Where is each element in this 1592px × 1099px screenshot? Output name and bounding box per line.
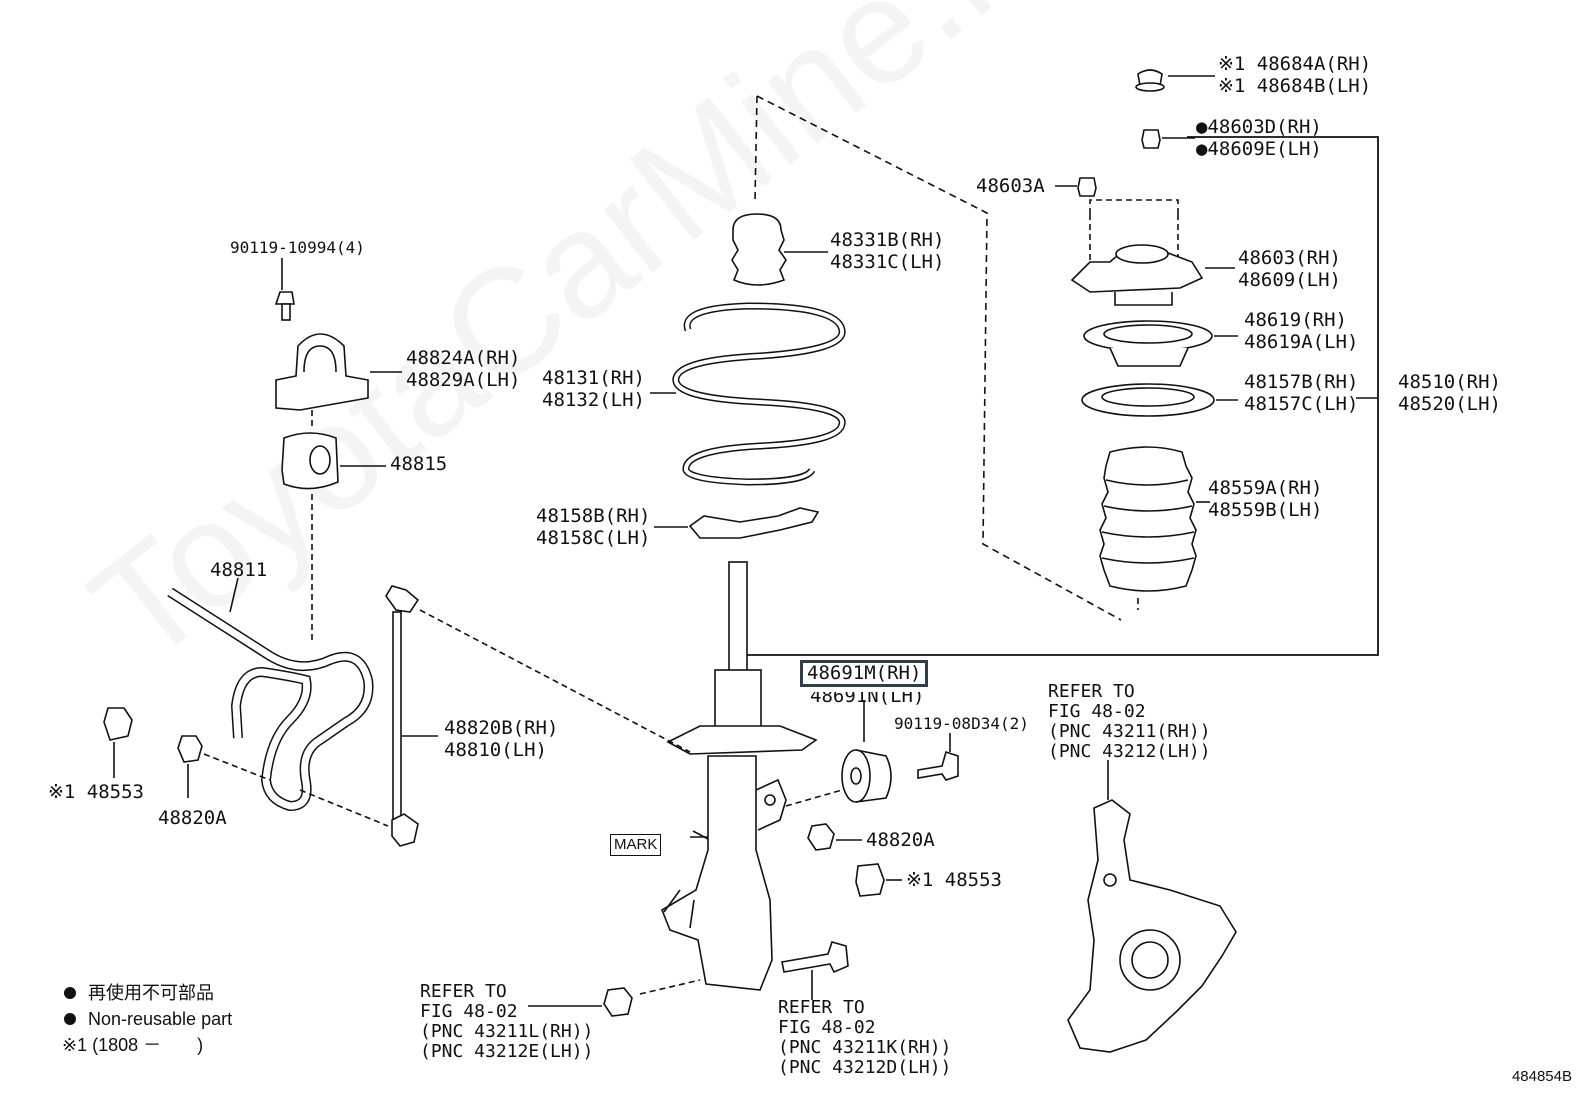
figure-id: 484854B [1511,1068,1572,1085]
assembly-bracket [735,136,1379,656]
bolt-08d34-icon [917,750,959,781]
spring-seat-48157-icon [1081,383,1215,417]
refer-knuckle-line4: (PNC 43212(LH)) [1048,741,1211,762]
nut-48820a-left-icon [177,735,203,763]
label-48553-left[interactable]: ※1 48553 [48,781,144,803]
nut-48603a-icon [1077,177,1097,197]
label-90119-08d34[interactable]: 90119-08D34(2) [894,714,1029,733]
label-48331b[interactable]: 48331B(RH) [830,229,945,251]
stabilizer-bushing-icon [281,432,339,490]
label-48157b[interactable]: 48157B(RH) [1244,371,1359,393]
label-48691m-highlighted[interactable]: 48691M(RH) [800,660,929,687]
refer-nut-line2[interactable]: FIG 48-02 [420,1001,518,1022]
dashed-group-outline [756,95,1122,621]
label-48609[interactable]: 48609(LH) [1238,269,1341,291]
nut-48553-right-icon [855,863,885,897]
label-48820a-right[interactable]: 48820A [866,829,935,851]
refer-knuckle-line3: (PNC 43211(RH)) [1048,721,1211,742]
label-48820a-left[interactable]: 48820A [158,807,227,829]
stabilizer-link-icon [385,585,420,847]
label-48603a[interactable]: 48603A [976,175,1045,197]
label-48553-right[interactable]: ※1 48553 [906,869,1002,891]
label-48619a[interactable]: 48619A(LH) [1244,331,1359,353]
label-48559a[interactable]: 48559A(RH) [1208,477,1323,499]
refer-knuckle-line2[interactable]: FIG 48-02 [1048,701,1146,722]
refer-bolt-line2[interactable]: FIG 48-02 [778,1017,876,1038]
upper-mount-icon [1070,199,1204,306]
nut-48820a-right-icon [807,823,835,851]
label-48684a[interactable]: ※1 48684A(RH) [1218,53,1372,75]
label-48603[interactable]: 48603(RH) [1238,247,1341,269]
label-48609e[interactable]: ●48609E(LH) [1196,138,1322,160]
bellows-boot-icon [1099,446,1197,610]
refer-nut-line1: REFER TO [420,981,507,1002]
label-48684b[interactable]: ※1 48684B(LH) [1218,75,1372,97]
label-48331c[interactable]: 48331C(LH) [830,251,945,273]
refer-nut-line3: (PNC 43211L(RH)) [420,1021,594,1042]
refer-bolt-line1: REFER TO [778,997,865,1018]
legend-en: Non-reusable part [88,1009,233,1029]
legend-note: ※1 (1808 － ) [62,1035,204,1055]
bump-stop-icon [731,213,787,286]
label-48824a[interactable]: 48824A(RH) [406,347,521,369]
legend-bullet-icon [64,987,76,999]
refer-knuckle-line1: REFER TO [1048,681,1135,702]
label-48132[interactable]: 48132(LH) [542,389,645,411]
label-48829a[interactable]: 48829A(LH) [406,369,521,391]
shock-absorber-icon [661,561,818,991]
label-48811[interactable]: 48811 [210,559,268,581]
refer-nut-line4: (PNC 43212E(LH)) [420,1041,594,1062]
label-48691n[interactable]: 48691N(LH) [810,685,925,707]
label-48619[interactable]: 48619(RH) [1244,309,1347,331]
strut-bushing-icon [841,749,892,803]
label-48559b[interactable]: 48559B(LH) [1208,499,1323,521]
label-48158c[interactable]: 48158C(LH) [536,527,651,549]
label-48510[interactable]: 48510(RH) [1398,371,1501,393]
label-48603d[interactable]: ●48603D(RH) [1196,116,1322,138]
refer-bolt-line3: (PNC 43211K(RH)) [778,1037,952,1058]
steering-knuckle-icon [1067,799,1237,1053]
stabilizer-clamp-icon [275,333,369,411]
dashed-guide [754,95,758,201]
label-48158b[interactable]: 48158B(RH) [536,505,651,527]
spring-insulator-icon [688,507,820,539]
refer-bolt-line4: (PNC 43212D(LH)) [778,1057,952,1078]
label-48810[interactable]: 48810(LH) [444,739,547,761]
label-48815[interactable]: 48815 [390,453,448,475]
bearing-48619-icon [1083,320,1213,367]
label-48820b[interactable]: 48820B(RH) [444,717,559,739]
bolt-lower-icon [781,941,849,974]
label-48131[interactable]: 48131(RH) [542,367,645,389]
legend-bullet-icon [64,1013,76,1025]
nut-48603d-icon [1141,129,1161,149]
stabilizer-bar-icon [167,587,374,812]
nut-48553-left-icon [103,707,133,741]
label-48520[interactable]: 48520(LH) [1398,393,1501,415]
mark-tag: MARK [610,834,662,856]
nut-lower-left-icon [603,987,633,1017]
label-90119-10994[interactable]: 90119-10994(4) [230,238,365,257]
clamp-bolt-icon [274,291,295,321]
label-48157c[interactable]: 48157C(LH) [1244,393,1359,415]
legend-jp: 再使用不可部品 [88,983,214,1003]
coil-spring-icon [672,302,846,486]
cap-48684-icon [1135,69,1165,92]
